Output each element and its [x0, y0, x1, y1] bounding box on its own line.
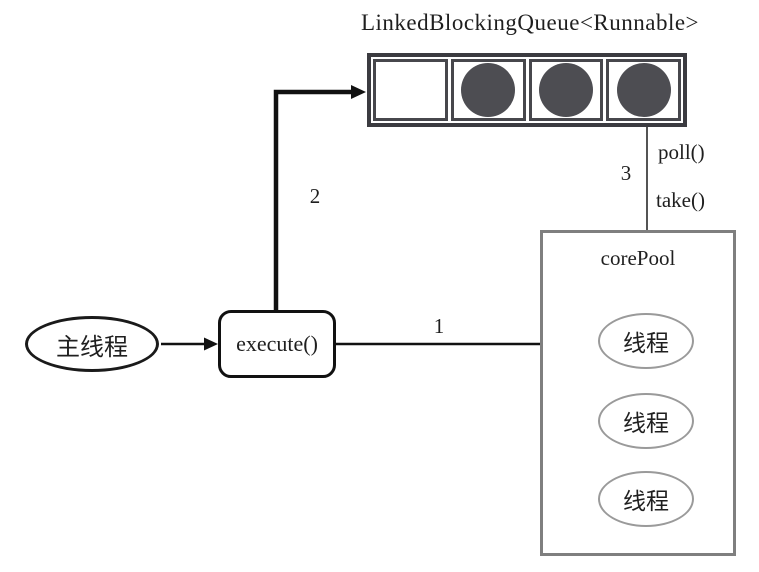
task-circle [461, 63, 516, 117]
queue [367, 53, 687, 127]
edge-label-step1: 1 [433, 314, 445, 338]
thread-label: 线程 [623, 331, 669, 356]
thread-ellipse: 线程 [598, 393, 694, 449]
thread-label: 线程 [623, 489, 669, 514]
core-pool-label: corePool [600, 246, 676, 270]
execute-box: execute() [218, 310, 336, 378]
poll-label: poll() [658, 140, 705, 164]
task-circle [616, 63, 671, 117]
arrow-main-to-execute [161, 337, 218, 351]
queue-cell [528, 59, 604, 121]
main-thread-label: 主线程 [56, 334, 128, 361]
main-thread-ellipse: 主线程 [25, 316, 159, 372]
queue-title: LinkedBlockingQueue<Runnable> [360, 10, 700, 35]
task-circle [538, 63, 593, 117]
queue-cell [450, 59, 526, 121]
execute-label: execute() [236, 331, 318, 356]
edge-label-step2: 2 [309, 184, 321, 208]
thread-label: 线程 [623, 411, 669, 436]
thread-ellipse: 线程 [598, 313, 694, 369]
thread-ellipse: 线程 [598, 471, 694, 527]
queue-cell [373, 59, 448, 121]
take-label: take() [656, 188, 705, 212]
edge-label-step3: 3 [620, 161, 632, 185]
queue-cell [606, 59, 681, 121]
